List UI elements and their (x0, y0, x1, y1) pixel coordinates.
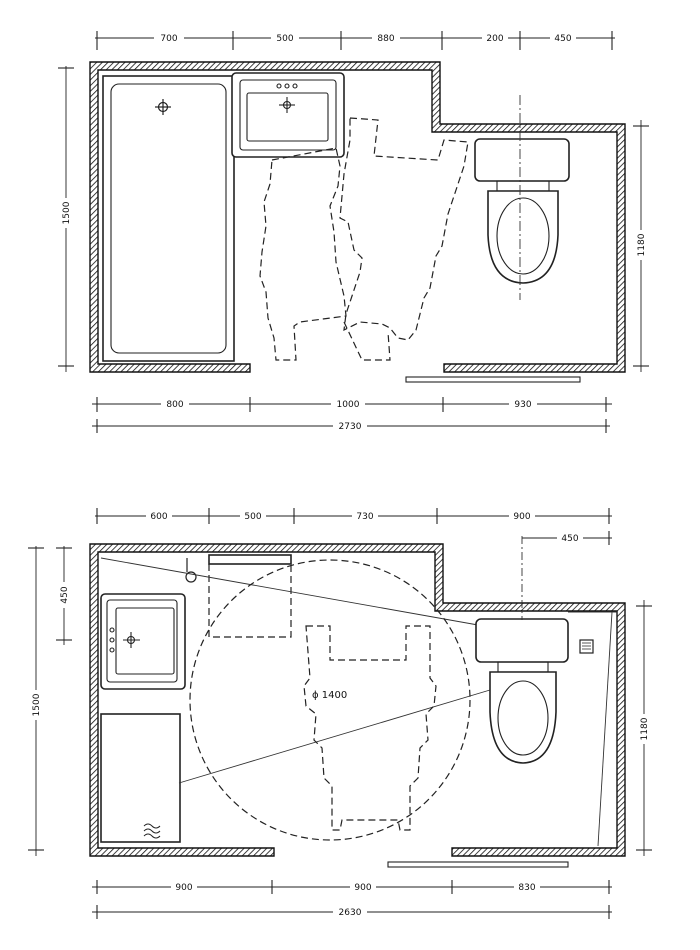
plan-1-dim-1180: 1180 (637, 233, 647, 256)
plan-2-dim-900: 900 (513, 512, 530, 522)
plan-1-dim-2730: 2730 (339, 422, 362, 432)
plan-2-grab-rail (185, 554, 292, 638)
plan-1-dim-930: 930 (514, 400, 531, 410)
plan-1-wheelchair-outline (259, 117, 469, 361)
plan-2-shower-tray (100, 713, 181, 843)
plan-2-dim-830: 830 (518, 883, 535, 893)
plan-1-side-dimension-lines: 1500 1180 (58, 66, 649, 372)
plan-2-turning-circle (189, 559, 471, 841)
plan-1-dim-1500: 1500 (62, 201, 72, 224)
plan-1-tap-icon (155, 99, 171, 115)
plan-2-dim-600: 600 (150, 512, 167, 522)
plan-1-washbasin (231, 72, 345, 158)
plan-1-bottom-dimension-line: 800 1000 930 2730 (92, 397, 612, 433)
plan-2-waves-icon (143, 823, 161, 839)
plan-1-walls (89, 61, 626, 373)
plan-2-door-leaf (387, 861, 569, 868)
plan-2-dim-500: 500 (244, 512, 261, 522)
plan-1-toilet (474, 138, 570, 284)
plan-2-dim-900-mid: 900 (354, 883, 371, 893)
plan-2-turning-circle-label: ϕ 1400 (312, 690, 347, 701)
plan-1: 700 500 880 200 450 800 1000 930 2730 (58, 30, 649, 433)
plan-2-washbasin (100, 593, 186, 690)
plan-2-side-dimension-lines: 1500 450 1180 (28, 546, 652, 856)
plan-2-dim-730: 730 (356, 512, 373, 522)
plan-1-bathtub (102, 75, 235, 362)
plan-2-bottom-dimension-line: 900 900 830 2630 (92, 880, 612, 919)
plan-1-door-leaf (405, 376, 581, 383)
plan-2-toilet (475, 618, 594, 764)
plan-2-dim-450-basin: 450 (60, 586, 70, 603)
plan-1-top-dimension-line: 700 500 880 200 450 (95, 30, 615, 50)
plan-1-dim-1000: 1000 (337, 400, 360, 410)
plan-2-dim-2630: 2630 (339, 908, 362, 918)
plan-1-dim-450: 450 (554, 34, 571, 44)
plan-1-dim-700: 700 (160, 34, 177, 44)
plan-2-top-dimension-line: 600 500 730 900 450 (95, 508, 612, 545)
plan-2-dim-450-toilet: 450 (561, 534, 578, 544)
plan-2-walls (89, 543, 626, 857)
plan-2: ϕ 1400 600 500 730 900 450 (28, 508, 652, 919)
plan-2-dim-900-left: 900 (175, 883, 192, 893)
plan-1-dim-880: 880 (377, 34, 394, 44)
plan-1-dim-500: 500 (276, 34, 293, 44)
plan-1-dim-800: 800 (166, 400, 183, 410)
plan-2-dim-1500: 1500 (32, 693, 42, 716)
plan-1-dim-200: 200 (486, 34, 503, 44)
plan-2-wheelchair-outline (303, 625, 437, 831)
plan-2-dim-1180: 1180 (640, 717, 650, 740)
